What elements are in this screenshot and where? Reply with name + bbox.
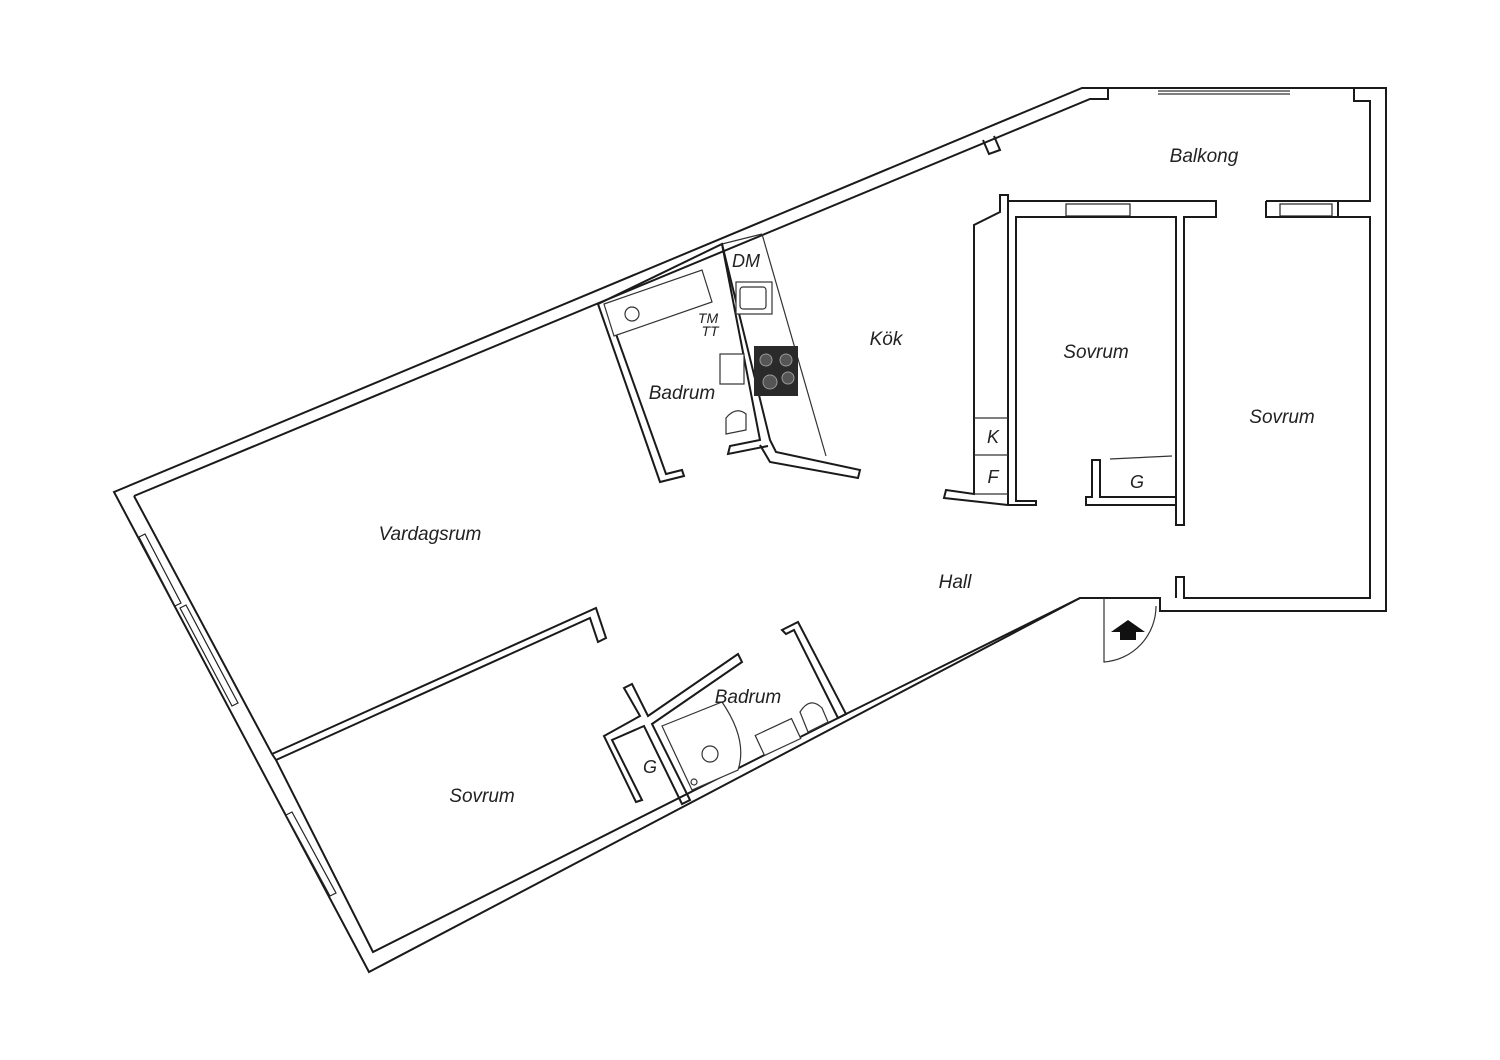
wall-bottom-bath-right xyxy=(780,620,848,720)
shower-icon xyxy=(661,701,742,791)
wall-bedrooms-top xyxy=(1007,200,1217,526)
stove-burner-3 xyxy=(762,374,778,390)
mark-g-right: G xyxy=(1130,472,1144,492)
fixtures xyxy=(603,269,829,791)
room-label-hall: Hall xyxy=(939,572,973,593)
wall-closet-g-right xyxy=(1085,459,1177,506)
mark-tm: TM xyxy=(698,310,719,326)
wall-bottom-bath xyxy=(602,652,744,806)
lower-sink-icon xyxy=(754,717,802,757)
entrance-door xyxy=(1103,598,1157,663)
stove-burner-4 xyxy=(781,371,795,385)
interior-walls xyxy=(271,194,1338,806)
mark-g-left: G xyxy=(643,757,657,777)
window-living-2 xyxy=(179,604,239,707)
room-label-kok: Kök xyxy=(870,329,904,350)
outer-wall-outline xyxy=(112,87,1387,974)
room-label-sovrum-right: Sovrum xyxy=(1249,407,1314,428)
wall-wardrobe xyxy=(942,194,1009,506)
room-label-sovrum-bottom: Sovrum xyxy=(449,786,514,807)
entrance-arrow-icon xyxy=(1111,620,1145,640)
closet-g-door xyxy=(1109,455,1173,460)
stove-icon xyxy=(754,346,798,396)
stove-burner-1 xyxy=(759,353,773,367)
bathtub-icon xyxy=(603,269,713,337)
room-labels: Balkong Kök Sovrum Sovrum Badrum Vardags… xyxy=(379,146,1315,807)
room-label-badrum-bottom: Badrum xyxy=(715,687,782,708)
mark-k: K xyxy=(987,427,1000,447)
inner-wall-hall-bottom xyxy=(845,597,1081,715)
markings: DM TM TT K F G G xyxy=(643,251,1144,777)
bath-sink-icon xyxy=(719,353,745,385)
wall-badrum-left xyxy=(597,303,686,484)
kitchen-sink-basin xyxy=(739,286,767,310)
shower-drain-icon xyxy=(701,745,719,763)
wall-notch-top xyxy=(982,135,1002,156)
window-bedroom-bottom xyxy=(285,811,337,897)
lower-toilet-icon xyxy=(799,702,829,733)
mark-f: F xyxy=(988,467,1000,487)
toilet-icon xyxy=(725,410,747,435)
wall-bedroom-right-top xyxy=(1265,200,1338,218)
room-label-balkong: Balkong xyxy=(1170,146,1239,167)
mark-tt: TT xyxy=(701,323,720,339)
room-label-sovrum-mid: Sovrum xyxy=(1063,342,1128,363)
kitchen-counter-edge xyxy=(761,233,827,457)
windows xyxy=(138,90,1333,897)
inner-wall-living-left xyxy=(133,495,847,954)
wall-living-bedroom xyxy=(271,606,608,761)
stove-burner-2 xyxy=(779,353,793,367)
inner-wall-right xyxy=(1175,88,1371,599)
room-label-badrum-top: Badrum xyxy=(649,383,716,404)
room-label-vardagsrum: Vardagsrum xyxy=(379,524,482,545)
bathtub-drain-icon xyxy=(624,306,640,322)
window-sovrum-mid xyxy=(1065,203,1131,217)
wall-badrum-top xyxy=(597,242,769,456)
kitchen-counter-edge-2 xyxy=(721,233,763,245)
window-sovrum-right xyxy=(1279,203,1333,217)
wall-kitchen-left xyxy=(721,243,862,480)
mark-dm: DM xyxy=(732,251,760,271)
window-living-1 xyxy=(138,533,182,607)
door-swing-arc xyxy=(1103,598,1157,663)
shower-valve-icon xyxy=(690,778,698,786)
